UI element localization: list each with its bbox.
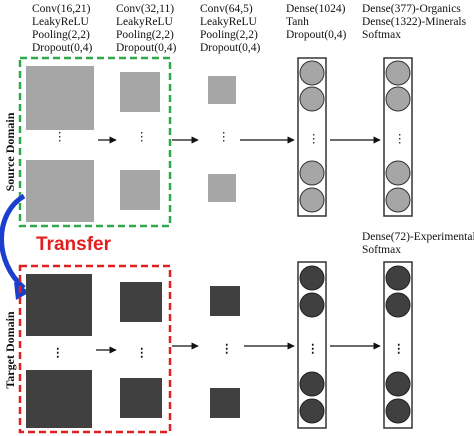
source-domain-box <box>18 56 172 228</box>
target-domain-box <box>18 264 172 434</box>
col1-label-line3: Pooling(2,2) <box>32 29 90 41</box>
source-conv3-ellipsis: ⋮ <box>218 131 230 143</box>
target-conv2-map-bottom <box>120 378 162 418</box>
source-dense-ellipsis: ⋮ <box>308 133 320 145</box>
col5-label-line2: Dense(1322)-Minerals <box>362 16 467 28</box>
target-output-neuron <box>385 398 411 424</box>
source-conv2-ellipsis: ⋮ <box>136 131 148 143</box>
target-dense-ellipsis: ⋮ <box>307 342 319 355</box>
transfer-arrow <box>0 193 26 290</box>
source-dense-neuron <box>299 86 325 112</box>
source-output-neuron <box>385 160 411 186</box>
col5-label-line3: Softmax <box>362 29 401 41</box>
col3-label-line2: LeakyReLU <box>200 16 258 28</box>
col1-label-line1: Conv(16,21) <box>32 3 91 15</box>
col3-label-line3: Pooling(2,2) <box>200 29 258 41</box>
source-conv1-ellipsis: ⋮ <box>54 131 66 143</box>
target-conv2-map-top <box>120 282 162 322</box>
source-conv2-map-top <box>120 72 160 112</box>
source-output-neuron <box>385 60 411 86</box>
target-output-label-line2: Softmax <box>362 244 401 256</box>
source-conv2-map-bottom <box>120 170 160 210</box>
target-domain-label: Target Domain <box>3 311 17 389</box>
target-output-neuron <box>385 265 411 291</box>
col1-label-line4: Dropout(0,4) <box>32 42 93 54</box>
source-domain-label: Source Domain <box>3 112 17 191</box>
col4-label-line1: Dense(1024) <box>286 3 346 15</box>
target-conv1-map-top <box>26 274 92 336</box>
transfer-arrowhead <box>14 282 30 300</box>
target-conv2-ellipsis: ⋮ <box>136 346 148 359</box>
col2-label-line4: Dropout(0,4) <box>116 42 177 54</box>
col5-label-line1: Dense(377)-Organics <box>362 3 461 15</box>
target-conv1-map-bottom <box>26 370 92 428</box>
target-dense-neuron <box>299 398 325 424</box>
source-conv1-map-top <box>26 66 94 130</box>
col4-label-line2: Tanh <box>286 16 309 28</box>
source-dense-neuron <box>299 187 325 213</box>
target-output-neuron <box>385 292 411 318</box>
source-conv1-map-bottom <box>26 160 94 222</box>
target-conv3-ellipsis: ⋮ <box>221 342 233 355</box>
target-dense-neuron <box>299 371 325 397</box>
col2-label-line2: LeakyReLU <box>116 16 174 28</box>
target-output-ellipsis: ⋮ <box>393 342 405 355</box>
col2-label-line3: Pooling(2,2) <box>116 29 174 41</box>
source-output-neuron <box>385 187 411 213</box>
col4-label-line3: Dropout(0,4) <box>286 29 347 41</box>
source-dense-neuron <box>299 60 325 86</box>
source-conv3-map-top <box>208 76 236 104</box>
target-output-label-line1: Dense(72)-Experimental <box>362 231 474 243</box>
source-output-ellipsis: ⋮ <box>394 133 406 145</box>
target-conv1-ellipsis: ⋮ <box>52 346 64 359</box>
source-output-neuron <box>385 86 411 112</box>
target-conv3-map-top <box>210 286 240 316</box>
col3-label-line1: Conv(64,5) <box>200 3 253 15</box>
target-dense-neuron <box>299 292 325 318</box>
source-conv3-map-bottom <box>208 174 236 202</box>
target-output-neuron <box>385 371 411 397</box>
source-dense-neuron <box>299 160 325 186</box>
target-dense-neuron <box>299 265 325 291</box>
col1-label-line2: LeakyReLU <box>32 16 90 28</box>
col2-label-line1: Conv(32,11) <box>116 3 174 15</box>
target-conv3-map-bottom <box>210 388 240 418</box>
col3-label-line4: Dropout(0,4) <box>200 42 261 54</box>
transfer-label: Transfer <box>36 234 112 255</box>
